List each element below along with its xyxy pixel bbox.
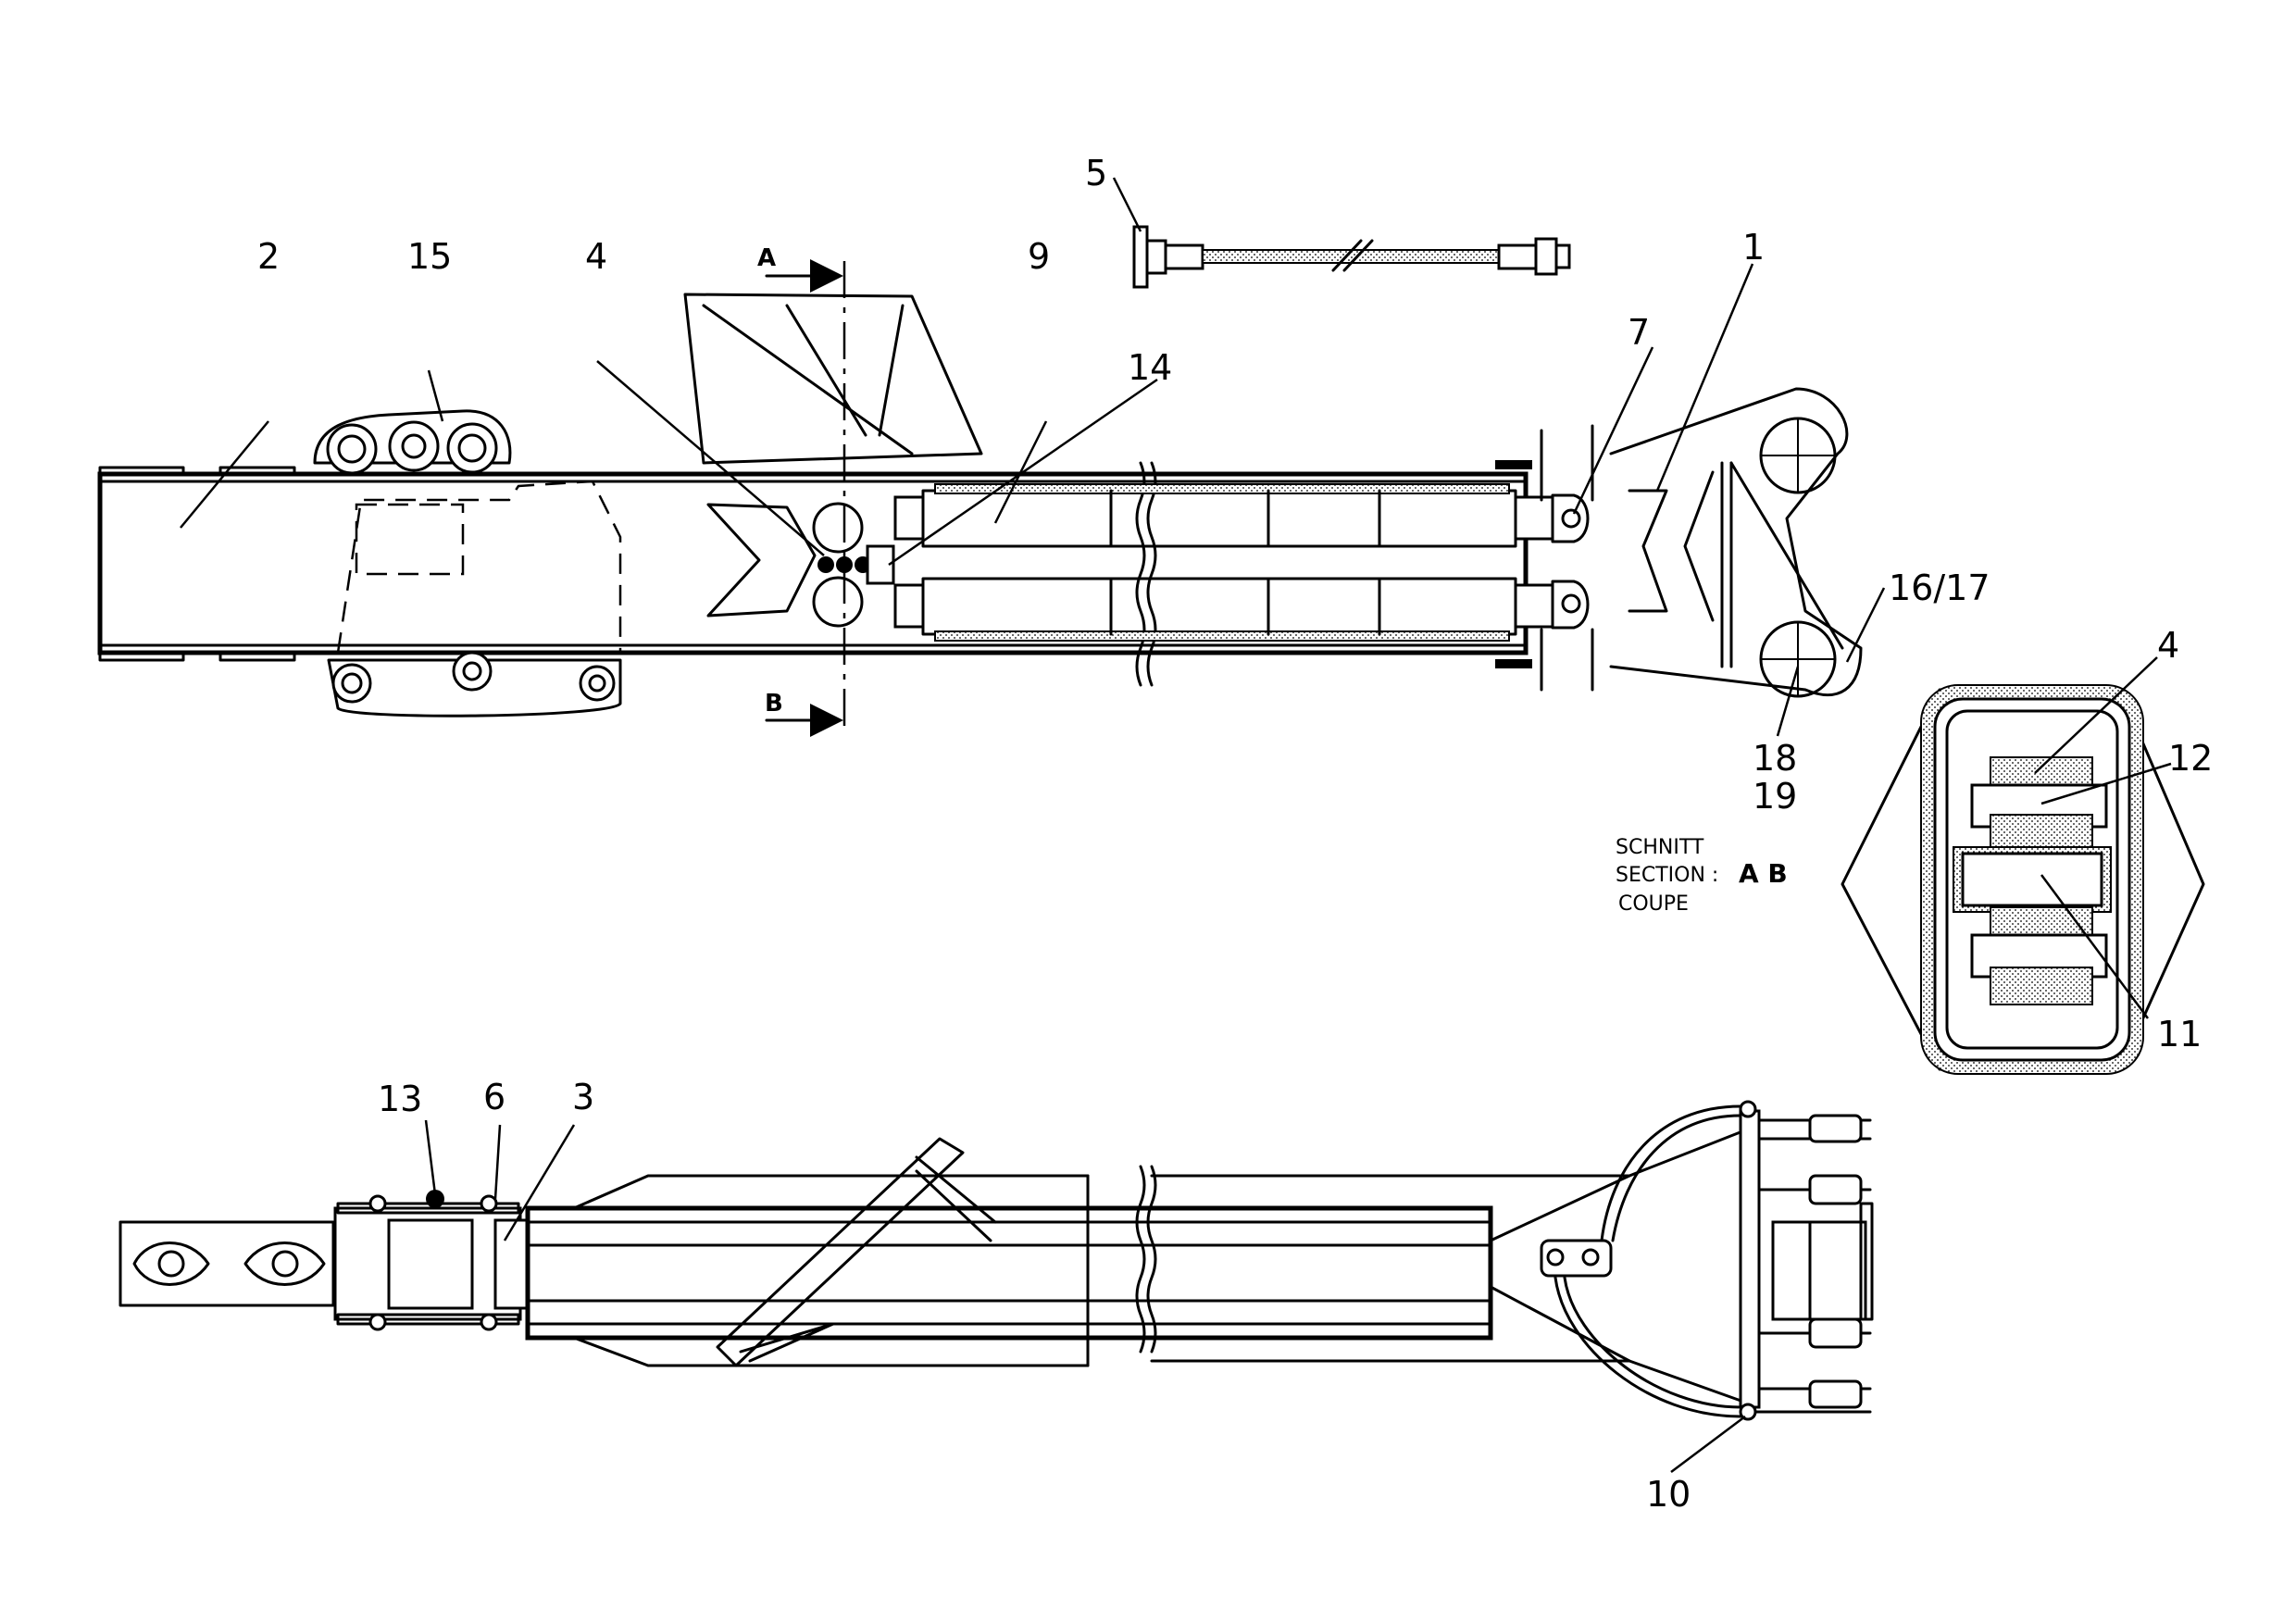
section-legend: SCHNITT SECTION : A B COUPE: [1616, 836, 1788, 916]
roller-plate-upper: [313, 409, 512, 465]
foot-plate: [119, 1220, 335, 1307]
hidden-plate: [336, 480, 622, 654]
top-view: A B: [97, 244, 1863, 737]
hose-route-lower: [1563, 1276, 1742, 1409]
callout-2: 2: [257, 236, 280, 277]
callout-3: 3: [572, 1077, 594, 1117]
legend-schnitt: SCHNITT: [1616, 836, 1704, 859]
break-mark-bottom: [1135, 1165, 1146, 1354]
callout-12: 12: [2168, 738, 2213, 779]
section-mark-a: A: [757, 244, 776, 272]
sheave-upper: [1808, 1114, 1863, 1143]
callout-13: 13: [378, 1079, 422, 1119]
callout-4-section: 4: [2157, 625, 2179, 666]
callout-18: 18: [1753, 738, 1797, 779]
roller-plate-lower: [327, 658, 622, 717]
callout-10: 10: [1646, 1474, 1691, 1515]
ramp-guide: [683, 293, 983, 465]
legend-section: SECTION :: [1616, 864, 1718, 887]
legend-coupe: COUPE: [1618, 892, 1689, 916]
v-bracket: [706, 503, 817, 618]
callout-14: 14: [1128, 347, 1172, 388]
callout-7: 7: [1628, 312, 1650, 353]
section-mark-b: B: [765, 690, 783, 717]
boom-body-top: [97, 471, 1529, 655]
legend-section-ab: A B: [1739, 858, 1788, 889]
boom-body-bottom: [525, 1205, 1493, 1341]
hydraulic-cylinder-lower: [893, 577, 1554, 642]
hydraulic-cylinder-upper: [893, 483, 1554, 548]
hose-route-upper: [1600, 1104, 1742, 1242]
callout-11: 11: [2157, 1014, 2202, 1054]
boom-head: [1609, 387, 1863, 697]
callout-16-17: 16/17: [1889, 568, 1990, 608]
callout-6: 6: [483, 1077, 505, 1117]
hose-assembly: [1132, 225, 1571, 289]
hose-block: [1540, 1239, 1613, 1278]
leader-lines: [180, 177, 2172, 1473]
diagonal-guide: [716, 1137, 965, 1367]
callout-15: 15: [407, 236, 452, 277]
callout-5: 5: [1085, 153, 1107, 193]
bottom-view: [119, 1100, 1874, 1421]
callout-9: 9: [1028, 236, 1050, 277]
callout-labels: 2 15 4 9 5 14 7 1 16/17 18 19 4 12 11 13…: [257, 153, 2213, 1515]
callout-1: 1: [1742, 227, 1765, 268]
break-mark-top: [1135, 461, 1146, 687]
section-ab-view: [1841, 684, 2205, 1075]
callout-19: 19: [1753, 776, 1797, 817]
callout-4-top: 4: [585, 236, 607, 277]
sheave-lower: [1808, 1379, 1863, 1409]
